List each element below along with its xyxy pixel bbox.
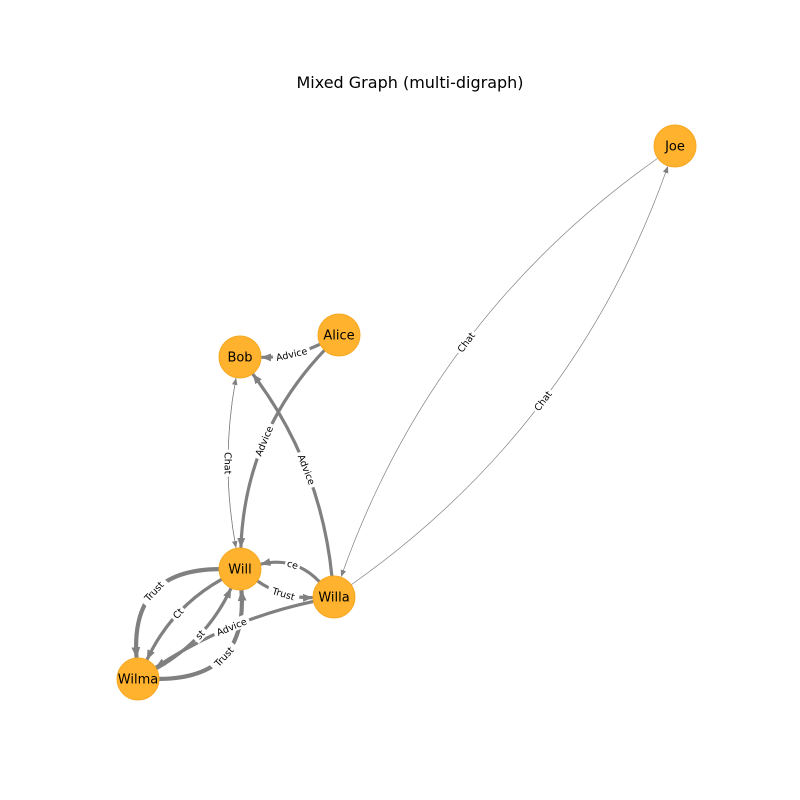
edge-label-group: Trust — [138, 575, 169, 607]
node-willa[interactable]: Willa — [312, 575, 356, 619]
edge-label-group: st — [190, 624, 210, 644]
edge-label: Chat — [222, 452, 233, 474]
edge-label: Advice — [275, 346, 308, 364]
node-alice[interactable]: Alice — [317, 313, 361, 357]
node-label: Alice — [323, 329, 354, 344]
edge-label-group: Chat — [452, 327, 479, 357]
edge-label-group: ce — [283, 556, 302, 572]
edge-label-group: Chat — [529, 386, 556, 415]
edge-label-group: Advice — [250, 421, 277, 461]
edge-label-background — [190, 624, 210, 644]
node-bob[interactable]: Bob — [218, 335, 262, 379]
node-will[interactable]: Will — [218, 547, 262, 591]
edge-label-background — [283, 556, 302, 572]
edge-label-group: Advice — [294, 449, 320, 490]
node-circle — [653, 124, 697, 168]
edge-label-background — [208, 640, 239, 673]
node-label: Wilma — [118, 673, 158, 688]
node-joe[interactable]: Joe — [653, 124, 697, 168]
edge-label-background — [294, 449, 320, 490]
edge-label-background — [222, 449, 235, 477]
edges-layer — [131, 157, 669, 681]
node-wilma[interactable]: Wilma — [116, 657, 160, 701]
edge-label-group: Chat — [222, 449, 235, 477]
edge-labels-layer: AdviceAdviceAdviceChatChatChatChatTrustc… — [138, 327, 556, 673]
edge-label-background — [529, 386, 556, 415]
node-label: Bob — [227, 351, 252, 366]
edge-willa-to-bob — [251, 373, 334, 578]
edge-label-background — [271, 343, 312, 364]
node-circle — [312, 575, 356, 619]
edge-willa-to-joe — [350, 166, 669, 586]
edge-label-group: Trust — [208, 640, 239, 673]
node-label: Joe — [664, 140, 685, 155]
node-circle — [116, 657, 160, 701]
edge-label-group: Advice — [211, 613, 252, 640]
edge-label-background — [138, 575, 169, 607]
node-label: Will — [228, 563, 251, 578]
edge-label: ce — [286, 558, 300, 572]
node-label: Willa — [318, 591, 349, 606]
edge-joe-to-willa — [340, 157, 659, 577]
edge-label-group: Advice — [271, 343, 312, 364]
edge-alice-to-will — [237, 348, 327, 549]
edge-label-background — [211, 613, 252, 640]
edge-label-group: Trust — [266, 582, 301, 604]
edge-label: Trust — [270, 586, 296, 604]
node-circle — [317, 313, 361, 357]
node-circle — [218, 335, 262, 379]
chart-title: Mixed Graph (multi-digraph) — [296, 73, 523, 92]
edge-label-background — [452, 327, 479, 357]
node-circle — [218, 547, 262, 591]
edge-label-background — [266, 582, 301, 604]
edge-label-background — [168, 603, 188, 623]
edge-label-group: Ct — [168, 603, 188, 623]
edge-label-background — [250, 421, 277, 461]
